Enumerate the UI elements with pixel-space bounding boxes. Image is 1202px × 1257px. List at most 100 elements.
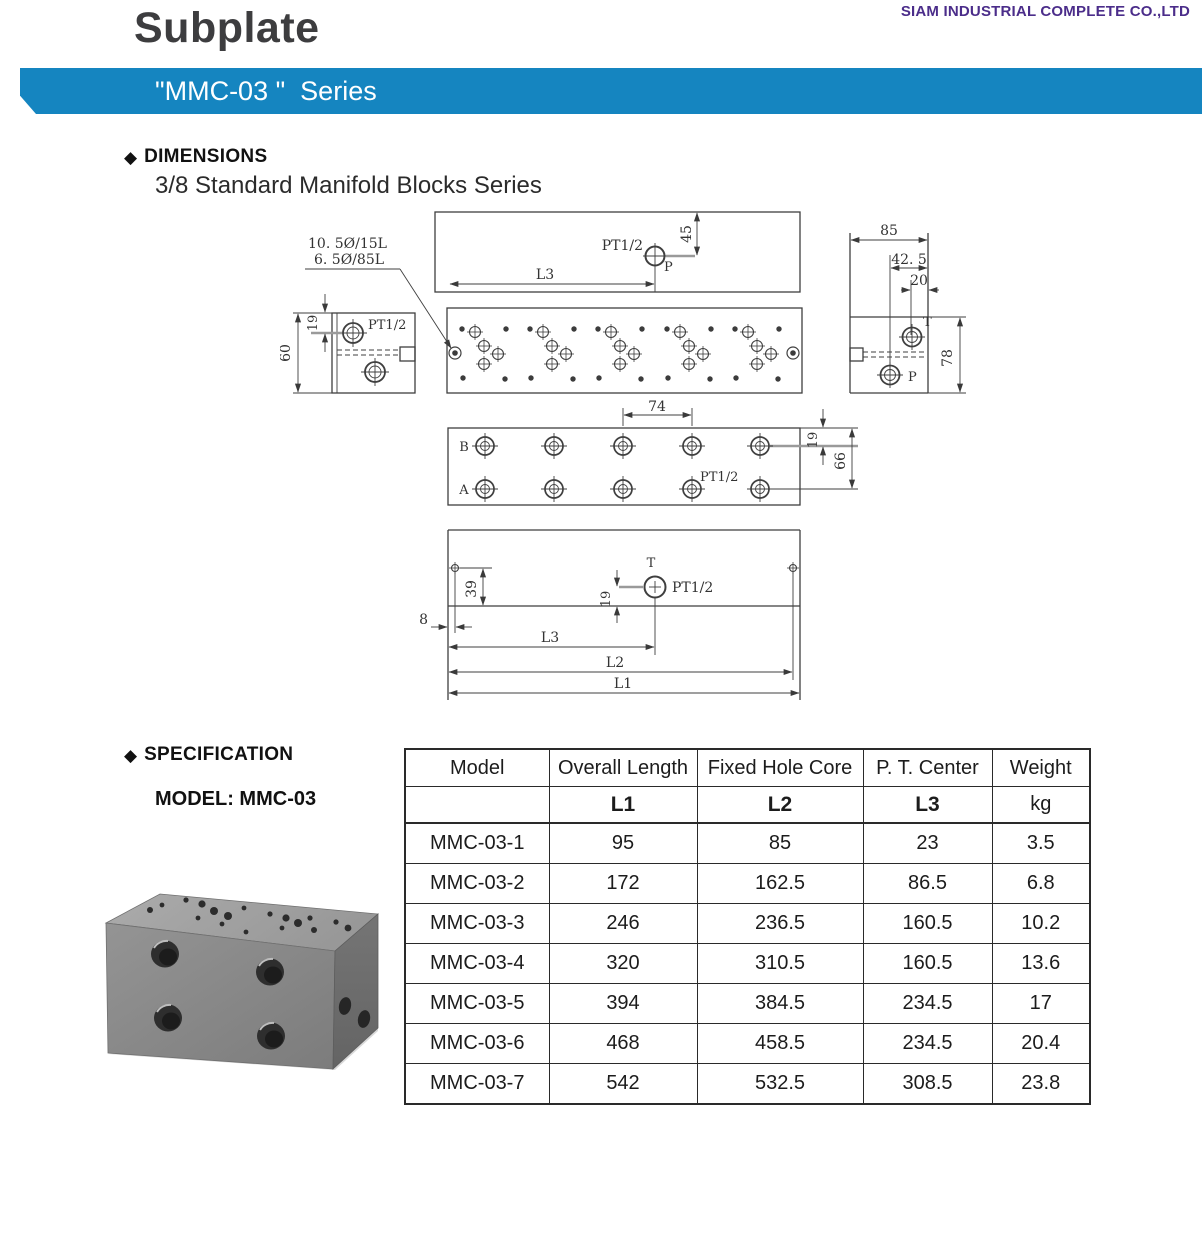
port-p-label-top: P xyxy=(664,260,673,275)
hole-note-line1: 10. 5Ø/15L xyxy=(308,236,387,252)
cell-l1: 172 xyxy=(548,863,698,904)
cell-model: MMC-03-2 xyxy=(404,863,550,904)
cell-kg: 20.4 xyxy=(991,1023,1091,1064)
col-header-weight: Weight xyxy=(991,748,1091,787)
dim-19-mid: 19 xyxy=(806,432,821,449)
dim-l3-bottom: L3 xyxy=(541,630,559,646)
subheader-l3: L3 xyxy=(862,786,993,824)
col-header-model: Model xyxy=(404,748,550,787)
dim-66: 66 xyxy=(833,452,849,470)
cell-l1: 468 xyxy=(548,1023,698,1064)
cell-l3: 308.5 xyxy=(862,1063,993,1105)
row-b-label: B xyxy=(459,440,469,455)
cell-l2: 85 xyxy=(696,822,864,864)
pt-label-left: PT1/2 xyxy=(368,318,406,333)
cell-kg: 17 xyxy=(991,983,1091,1024)
cell-l1: 542 xyxy=(548,1063,698,1105)
port-p-label-end: P xyxy=(908,370,917,385)
dim-20: 20 xyxy=(910,273,928,289)
cell-model: MMC-03-7 xyxy=(404,1063,550,1105)
cell-l1: 246 xyxy=(548,903,698,944)
col-header-pt-center: P. T. Center xyxy=(862,748,993,787)
cell-kg: 13.6 xyxy=(991,943,1091,984)
port-t-label-bottom: T xyxy=(647,556,656,571)
cell-l3: 234.5 xyxy=(862,1023,993,1064)
hole-note-line2: 6. 5Ø/85L xyxy=(314,252,384,268)
dimensions-heading: ◆ DIMENSIONS xyxy=(124,146,267,168)
cell-l2: 384.5 xyxy=(696,983,864,1024)
specification-table: Model Overall Length Fixed Hole Core P. … xyxy=(404,748,1091,1105)
cell-l2: 236.5 xyxy=(696,903,864,944)
cell-l3: 160.5 xyxy=(862,903,993,944)
series-banner-label: "MMC-03 " Series xyxy=(155,76,377,106)
diamond-icon: ◆ xyxy=(124,147,138,167)
cell-kg: 10.2 xyxy=(991,903,1091,944)
cell-model: MMC-03-1 xyxy=(404,822,550,864)
cell-l2: 458.5 xyxy=(696,1023,864,1064)
subheader-blank xyxy=(404,786,550,824)
model-label: MODEL: MMC-03 xyxy=(155,788,317,810)
cell-model: MMC-03-6 xyxy=(404,1023,550,1064)
bottom-view-drawing xyxy=(431,529,801,700)
subheader-l1: L1 xyxy=(548,786,698,824)
cell-l3: 234.5 xyxy=(862,983,993,1024)
manifold-block-image xyxy=(104,893,379,1070)
dim-85: 85 xyxy=(880,223,898,239)
table-subheader-row: L1 L2 L3 kg xyxy=(404,786,1091,824)
dim-42-5: 42. 5 xyxy=(891,252,927,268)
row-a-label: A xyxy=(458,483,469,498)
company-name: SIAM INDUSTRIAL COMPLETE CO.,LTD xyxy=(900,3,1190,20)
dim-l1-bottom: L1 xyxy=(614,676,632,692)
top-view-drawing xyxy=(434,211,801,293)
end-view-drawing xyxy=(849,233,966,394)
specification-heading-label: SPECIFICATION xyxy=(144,744,294,765)
cell-l3: 86.5 xyxy=(862,863,993,904)
plan-view-drawing xyxy=(446,307,803,394)
dimensions-subtitle: 3/8 Standard Manifold Blocks Series xyxy=(155,172,542,199)
page-title: Subplate xyxy=(134,4,320,52)
product-photo xyxy=(104,893,379,1070)
pt-label-mid: PT1/2 xyxy=(700,470,738,485)
dim-60: 60 xyxy=(280,344,294,362)
col-header-overall-length: Overall Length xyxy=(548,748,698,787)
cell-kg: 6.8 xyxy=(991,863,1091,904)
col-header-fixed-hole-core: Fixed Hole Core xyxy=(696,748,864,787)
dimension-drawing: 10. 5Ø/15L 6. 5Ø/85L PT1/2 P 45 L3 60 19… xyxy=(280,211,966,700)
dim-l3-top: L3 xyxy=(536,267,554,283)
dim-8: 8 xyxy=(419,612,428,628)
dimensions-heading-label: DIMENSIONS xyxy=(144,146,268,167)
pt-label-bottom: PT1/2 xyxy=(672,580,713,596)
cell-kg: 23.8 xyxy=(991,1063,1091,1105)
cell-model: MMC-03-4 xyxy=(404,943,550,984)
cell-model: MMC-03-3 xyxy=(404,903,550,944)
middle-view-drawing xyxy=(447,408,858,506)
series-banner: "MMC-03 " Series xyxy=(20,68,1202,114)
dim-78: 78 xyxy=(940,349,956,367)
cell-l2: 532.5 xyxy=(696,1063,864,1105)
cell-l2: 310.5 xyxy=(696,943,864,984)
dim-19-bottom: 19 xyxy=(599,591,614,608)
left-view-drawing xyxy=(293,294,416,394)
port-t-label-end: T xyxy=(923,315,932,330)
dim-74: 74 xyxy=(648,399,666,415)
dim-39: 39 xyxy=(464,580,480,598)
cell-l3: 23 xyxy=(862,822,993,864)
dim-19-left: 19 xyxy=(306,315,321,332)
diamond-icon: ◆ xyxy=(124,745,138,765)
table-header-row: Model Overall Length Fixed Hole Core P. … xyxy=(404,748,1091,787)
pt-label-top: PT1/2 xyxy=(602,238,643,254)
cell-l2: 162.5 xyxy=(696,863,864,904)
cell-l1: 95 xyxy=(548,822,698,864)
subheader-l2: L2 xyxy=(696,786,864,824)
cell-kg: 3.5 xyxy=(991,822,1091,864)
subheader-kg: kg xyxy=(991,786,1091,824)
hole-note-leader xyxy=(305,268,452,349)
